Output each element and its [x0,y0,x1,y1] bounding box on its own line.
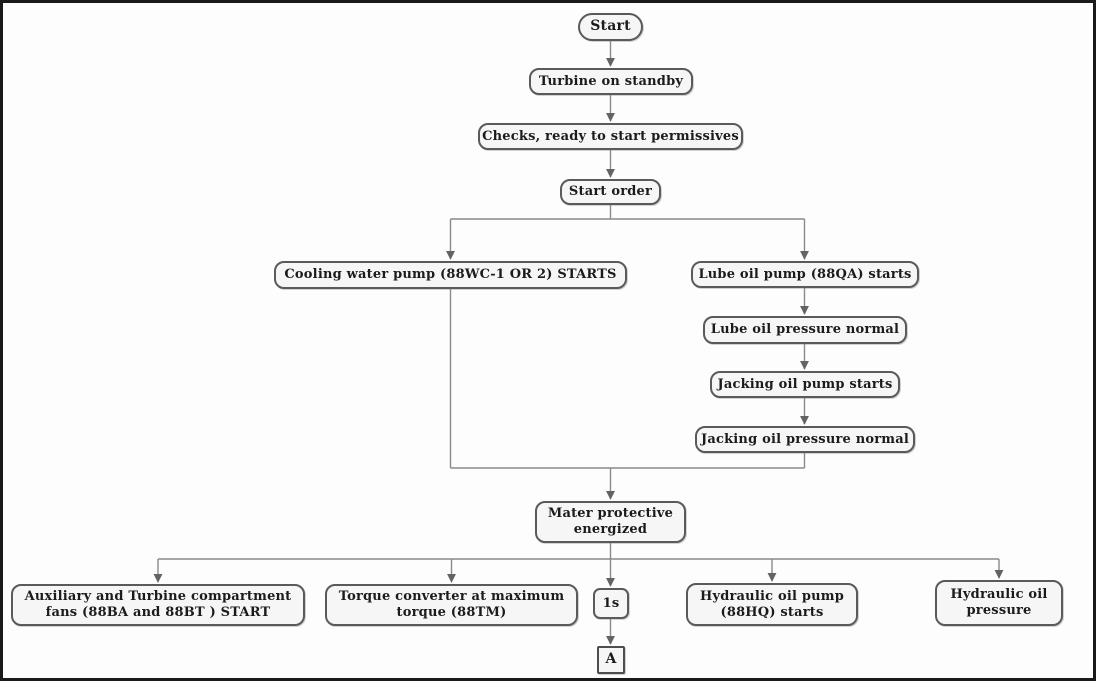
split-line [450,205,805,220]
merge-line [449,289,806,469]
flow-node-checks-permissives: Checks, ready to start permissives [478,123,743,150]
flow-node-start-order: Start order [560,179,661,205]
flow-node-hydraulic-oil-pump: Hydraulic oil pump (88HQ) starts [686,583,858,626]
flow-node-hydraulic-oil-pressure: Hydraulic oil pressure [935,580,1063,626]
flow-node-aux-fans: Auxiliary and Turbine compartment fans (… [11,584,305,626]
connector-lines [158,205,999,560]
connector-arrows [153,41,1004,645]
flow-node-cooling-water-pump: Cooling water pump (88WC-1 OR 2) STARTS [274,261,627,289]
flow-node-connector-a: A [597,646,625,674]
flow-node-lube-oil-pressure: Lube oil pressure normal [703,316,907,344]
flow-node-jacking-oil-pressure: Jacking oil pressure normal [695,426,915,453]
flow-node-jacking-oil-pump: Jacking oil pump starts [710,371,900,398]
flow-node-torque-converter: Torque converter at maximum torque (88TM… [325,584,578,626]
flow-node-delay-1s: 1s [593,588,629,619]
distribution-line [158,543,999,560]
flowchart-connectors [153,41,1004,645]
flow-node-master-protective: Mater protective energized [535,501,686,543]
flow-node-start: Start [578,13,643,41]
flow-node-lube-oil-pump: Lube oil pump (88QA) starts [691,261,919,288]
flow-node-turbine-standby: Turbine on standby [529,68,693,95]
